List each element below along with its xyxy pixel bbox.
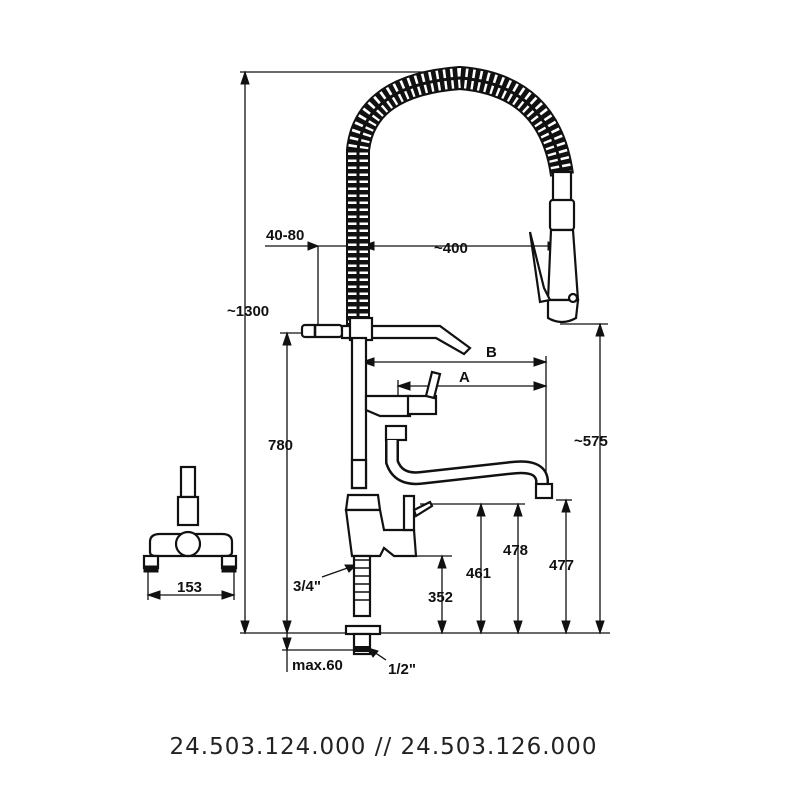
dim-height-575: ~575 bbox=[574, 433, 608, 450]
dim-spray-reach: ~400 bbox=[434, 240, 468, 257]
dim-thread-inlet: 3/4" bbox=[293, 578, 321, 595]
dim-deck-range: 40-80 bbox=[266, 227, 304, 244]
diverter-valve bbox=[364, 370, 442, 442]
mixer-body bbox=[344, 493, 434, 558]
article-numbers-caption: 24.503.124.000 // 24.503.126.000 bbox=[169, 734, 598, 760]
wall-mount-side-view bbox=[142, 465, 238, 600]
dim-max-thickness: max.60 bbox=[292, 657, 343, 674]
support-arm bbox=[300, 316, 472, 356]
spray-head bbox=[528, 170, 580, 324]
dim-thread-base: 1/2" bbox=[388, 661, 416, 678]
riser-pipe bbox=[350, 336, 368, 490]
dim-height-477: 477 bbox=[549, 557, 574, 574]
spout-aerator bbox=[534, 482, 554, 500]
dim-reach-a: A bbox=[459, 369, 470, 386]
dim-centers: 153 bbox=[177, 579, 202, 596]
dim-total-height: ~1300 bbox=[227, 303, 269, 320]
dim-reach-b: B bbox=[486, 344, 497, 361]
dim-height-352: 352 bbox=[428, 589, 453, 606]
inlet-shank bbox=[344, 554, 382, 656]
dim-height-780: 780 bbox=[268, 437, 293, 454]
dim-height-478: 478 bbox=[503, 542, 528, 559]
spring-hose-outline bbox=[346, 65, 574, 330]
dim-height-461: 461 bbox=[466, 565, 491, 582]
dimension-lines bbox=[240, 70, 610, 672]
